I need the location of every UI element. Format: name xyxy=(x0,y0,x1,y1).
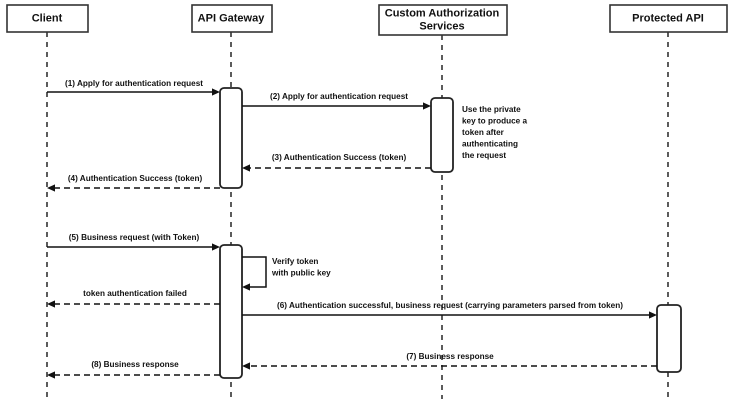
notes-layer: Use the private key to produce a token aft… xyxy=(462,105,528,160)
activations-layer xyxy=(219,87,682,379)
message-label-msg-2: (2) Apply for authentication request xyxy=(270,92,408,101)
message-label-msg-1: (1) Apply for authentication request xyxy=(65,79,203,88)
participant-header-client[interactable]: Client xyxy=(6,4,89,33)
participant-box-custom-authorization-services xyxy=(378,4,508,36)
arrowhead-icon xyxy=(47,184,55,192)
self-message-self-verify-token[interactable]: Verify token with public key xyxy=(242,256,331,291)
self-messages-layer: Verify token with public key xyxy=(242,256,331,291)
participant-headers-layer: Client API Gateway Custom AuthorizationSer… xyxy=(6,4,728,36)
message-label-msg-3: (3) Authentication Success (token) xyxy=(272,153,407,162)
message-label-msg-token-failed: token authentication failed xyxy=(83,289,187,298)
messages-layer: (1) Apply for authentication request (2) … xyxy=(47,79,657,379)
participant-box-client xyxy=(6,4,89,33)
arrowhead-icon xyxy=(423,102,431,110)
message-msg-token-failed[interactable]: token authentication failed xyxy=(47,289,220,308)
message-msg-7[interactable]: (7) Business response xyxy=(242,352,657,370)
activation-bar-auth-service-activation xyxy=(430,97,454,173)
arrowhead-icon xyxy=(47,371,55,379)
message-label-msg-4: (4) Authentication Success (token) xyxy=(68,174,203,183)
note-line: Use the private xyxy=(462,105,521,114)
message-label-msg-6: (6) Authentication successful, business … xyxy=(277,301,623,310)
self-message-label-self-verify-token: Verify token xyxy=(272,257,318,266)
message-msg-3[interactable]: (3) Authentication Success (token) xyxy=(242,153,431,172)
note-line: the request xyxy=(462,151,506,160)
activation-bar-protected-api-activation xyxy=(656,304,682,373)
message-msg-6[interactable]: (6) Authentication successful, business … xyxy=(242,301,657,319)
participant-box-api-gateway xyxy=(191,4,273,33)
arrowhead-icon xyxy=(212,243,220,251)
note-line: key to produce a xyxy=(462,117,528,126)
activation-bar-gateway-auth-activation xyxy=(219,87,243,189)
participant-label-custom-authorization-services: Custom Authorization xyxy=(385,7,500,19)
participant-header-protected-api[interactable]: Protected API xyxy=(609,4,728,33)
self-message-label-self-verify-token: with public key xyxy=(271,269,331,278)
message-label-msg-8: (8) Business response xyxy=(91,360,179,369)
note-line: authenticating xyxy=(462,140,518,149)
note-line: token after xyxy=(462,128,505,137)
arrowhead-icon xyxy=(242,164,250,172)
arrowhead-icon xyxy=(649,311,657,319)
participant-box-protected-api xyxy=(609,4,728,33)
participant-header-api-gateway[interactable]: API Gateway xyxy=(191,4,273,33)
message-msg-8[interactable]: (8) Business response xyxy=(47,360,220,379)
arrowhead-icon xyxy=(242,283,250,291)
note-note-private-key: Use the private key to produce a token aft… xyxy=(462,105,528,160)
arrowhead-icon xyxy=(242,362,250,370)
arrowhead-icon xyxy=(47,300,55,308)
participant-label-api-gateway: API Gateway xyxy=(198,12,266,24)
message-msg-5[interactable]: (5) Business request (with Token) xyxy=(47,233,220,251)
message-msg-1[interactable]: (1) Apply for authentication request xyxy=(47,79,220,96)
self-message-path-self-verify-token xyxy=(242,256,267,288)
message-label-msg-5: (5) Business request (with Token) xyxy=(69,233,200,242)
message-label-msg-7: (7) Business response xyxy=(406,352,494,361)
participant-label-custom-authorization-services: Services xyxy=(419,20,464,32)
message-msg-2[interactable]: (2) Apply for authentication request xyxy=(242,92,431,110)
activation-bar-gateway-business-activation xyxy=(219,244,243,379)
participant-label-client: Client xyxy=(32,12,63,24)
message-msg-4[interactable]: (4) Authentication Success (token) xyxy=(47,174,220,192)
participant-label-protected-api: Protected API xyxy=(632,12,704,24)
arrowhead-icon xyxy=(212,88,220,96)
